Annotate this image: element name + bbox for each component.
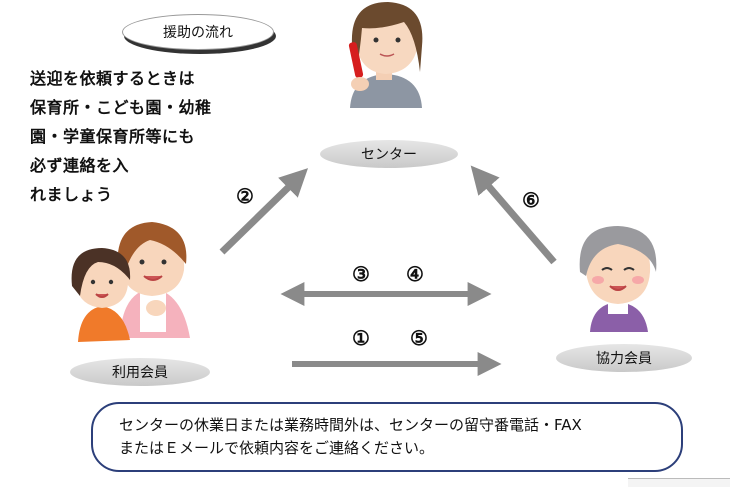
node-helper: 協力会員	[556, 344, 692, 372]
note-line: 送迎を依頼するときは	[30, 69, 196, 88]
note-line: れましょう	[30, 185, 113, 204]
page-edge-divider	[628, 478, 730, 487]
flow-title: 援助の流れ	[122, 14, 274, 50]
note-line: 園・学童保育所等にも	[30, 127, 196, 146]
note-line: 必ず連絡を入	[30, 156, 130, 175]
mother-and-child-icon	[71, 222, 190, 342]
node-center: センター	[320, 140, 458, 168]
step-number: ②	[236, 184, 254, 208]
step-number: ⑤	[410, 326, 428, 350]
note-line: 保育所・こども園・幼稚	[30, 98, 212, 117]
contact-info-box: センターの休業日または業務時間外は、センターの留守番電話・FAX またはＥメール…	[91, 402, 683, 472]
step-number: ④	[406, 262, 424, 286]
step-number: ③	[352, 262, 370, 286]
node-user: 利用会員	[70, 358, 210, 386]
step-number: ①	[352, 326, 370, 350]
info-line: またはＥメールで依頼内容をご連絡ください。	[119, 439, 435, 457]
arrow-helper-to-center	[470, 165, 557, 265]
arrow-user-to-center	[219, 168, 309, 255]
operator-with-phone-icon	[348, 2, 423, 108]
info-line: センターの休業日または業務時間外は、センターの留守番電話・FAX	[119, 416, 582, 434]
elderly-woman-icon	[579, 226, 657, 332]
pickup-note: 送迎を依頼するときは 保育所・こども園・幼稚 園・学童保育所等にも 必ず連絡を入…	[30, 64, 230, 209]
step-number: ⑥	[522, 188, 540, 212]
